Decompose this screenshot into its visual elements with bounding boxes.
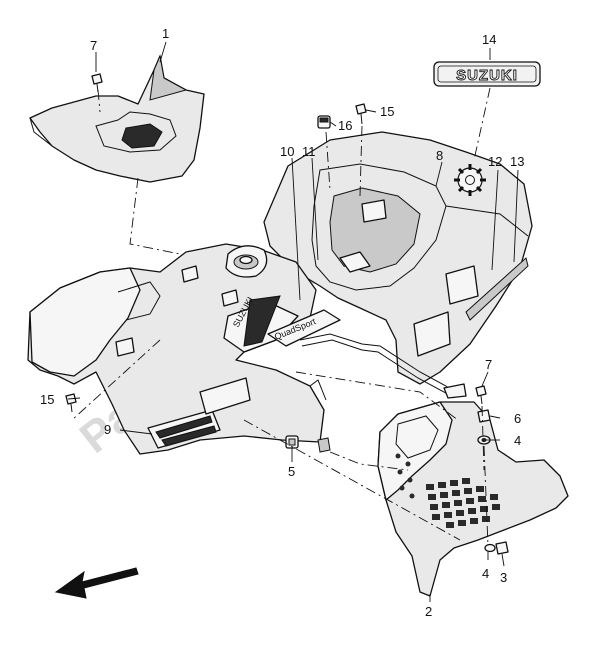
front-direction-arrow bbox=[54, 567, 139, 599]
bolt-7-right[interactable] bbox=[475, 385, 487, 405]
callout-11: 11 bbox=[302, 144, 316, 159]
callout-3: 3 bbox=[500, 570, 507, 585]
callout-4: 4 bbox=[514, 433, 521, 448]
callout-7: 7 bbox=[90, 38, 97, 53]
bolt-3[interactable] bbox=[495, 541, 509, 555]
callout-10: 10 bbox=[280, 144, 294, 159]
bolt-15-top[interactable] bbox=[355, 103, 367, 125]
callout-9: 9 bbox=[104, 422, 111, 437]
foot-grid bbox=[426, 478, 500, 528]
callout-6: 6 bbox=[514, 411, 521, 426]
emblem-text: SUZUKI bbox=[456, 67, 518, 84]
callout-7: 7 bbox=[485, 357, 492, 372]
callout-12: 12 bbox=[488, 154, 502, 169]
callout-1: 1 bbox=[162, 26, 169, 41]
rear-fender[interactable] bbox=[263, 131, 533, 385]
callout-4: 4 bbox=[482, 566, 489, 581]
front-inner-cover[interactable] bbox=[29, 54, 205, 183]
callout-8: 8 bbox=[436, 148, 443, 163]
rear-bracket[interactable] bbox=[299, 333, 467, 399]
callout-15: 15 bbox=[380, 104, 394, 119]
callout-2: 2 bbox=[425, 604, 432, 619]
front-fender[interactable]: SUZUKI QuadSport bbox=[27, 243, 341, 455]
suzuki-emblem[interactable]: SUZUKI bbox=[433, 61, 541, 87]
bolt-7-top[interactable] bbox=[91, 73, 103, 93]
callout-labels: 1 2 3 4 4 5 6 7 7 8 9 10 11 12 13 14 15 … bbox=[40, 26, 524, 619]
mudguard-holes bbox=[395, 453, 415, 499]
gear-icon bbox=[454, 164, 486, 196]
callout-5: 5 bbox=[288, 464, 295, 479]
leader-lines bbox=[67, 41, 519, 602]
washer-4-bottom[interactable] bbox=[484, 543, 496, 553]
callout-13: 13 bbox=[510, 154, 524, 169]
bolt-15-left[interactable] bbox=[65, 393, 77, 413]
callout-14: 14 bbox=[482, 32, 496, 47]
clip-16[interactable] bbox=[317, 115, 331, 129]
bolt-6[interactable] bbox=[477, 409, 491, 423]
callout-16: 16 bbox=[338, 118, 352, 133]
callout-15: 15 bbox=[40, 392, 54, 407]
footrest-mudguard[interactable] bbox=[377, 401, 569, 597]
